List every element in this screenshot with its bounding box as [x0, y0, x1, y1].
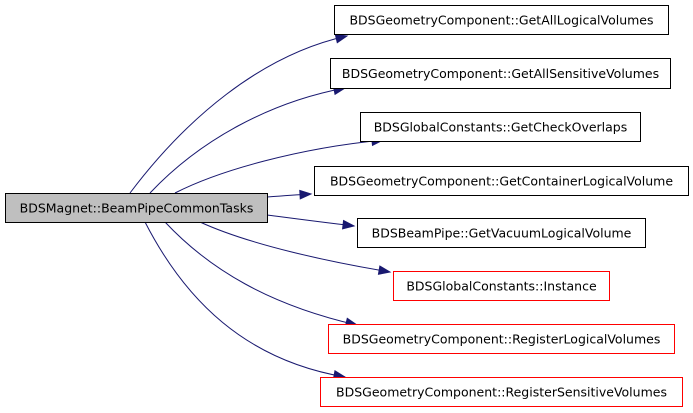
node-n6-box[interactable] — [393, 271, 610, 301]
node-n3[interactable]: BDSGlobalConstants::GetCheckOverlaps — [360, 112, 641, 142]
node-n1-label: BDSGeometryComponent::GetAllLogicalVolum… — [349, 13, 653, 28]
node-n8-label: BDSGeometryComponent::RegisterSensitiveV… — [336, 385, 667, 400]
node-root-label: BDSMagnet::BeamPipeCommonTasks — [20, 201, 254, 216]
arrow-head-n4 — [299, 189, 313, 200]
node-n1-box[interactable] — [334, 5, 669, 35]
node-n6-label: BDSGlobalConstants::Instance — [406, 279, 597, 294]
edge-root-to-n3 — [174, 139, 384, 194]
node-n2-label: BDSGeometryComponent::GetAllSensitiveVol… — [342, 66, 659, 81]
node-root: BDSMagnet::BeamPipeCommonTasks — [5, 193, 268, 223]
node-n7-box[interactable] — [328, 324, 675, 354]
edge-root-to-n6 — [199, 221, 391, 273]
edge-root-to-n1 — [129, 35, 348, 194]
node-n8-box[interactable] — [320, 377, 683, 407]
node-n7[interactable]: BDSGeometryComponent::RegisterLogicalVol… — [328, 324, 675, 354]
node-n2[interactable]: BDSGeometryComponent::GetAllSensitiveVol… — [330, 58, 671, 89]
node-n3-box[interactable] — [360, 112, 641, 142]
node-root-box — [5, 193, 268, 223]
arrow-head-n1 — [334, 33, 349, 44]
node-n6[interactable]: BDSGlobalConstants::Instance — [393, 271, 610, 301]
node-n3-label: BDSGlobalConstants::GetCheckOverlaps — [374, 120, 628, 135]
edge-root-to-n7 — [164, 221, 358, 326]
node-n5-label: BDSBeamPipe::GetVacuumLogicalVolume — [372, 226, 632, 241]
edge-root-to-n8 — [144, 221, 346, 378]
node-n4-label: BDSGeometryComponent::GetContainerLogica… — [330, 174, 673, 189]
node-n4-box[interactable] — [314, 166, 689, 196]
node-n2-box[interactable] — [330, 58, 671, 89]
node-n1[interactable]: BDSGeometryComponent::GetAllLogicalVolum… — [334, 5, 669, 35]
node-n8[interactable]: BDSGeometryComponent::RegisterSensitiveV… — [320, 377, 683, 407]
edge-root-to-n2 — [149, 87, 346, 194]
arrow-head-n6 — [377, 265, 392, 275]
arrow-head-n5 — [341, 219, 356, 230]
edge-root-to-n5 — [266, 214, 355, 227]
node-n5-box[interactable] — [357, 218, 646, 248]
node-n5[interactable]: BDSBeamPipe::GetVacuumLogicalVolume — [357, 218, 646, 248]
node-n4[interactable]: BDSGeometryComponent::GetContainerLogica… — [314, 166, 689, 196]
node-n7-label: BDSGeometryComponent::RegisterLogicalVol… — [343, 332, 661, 347]
